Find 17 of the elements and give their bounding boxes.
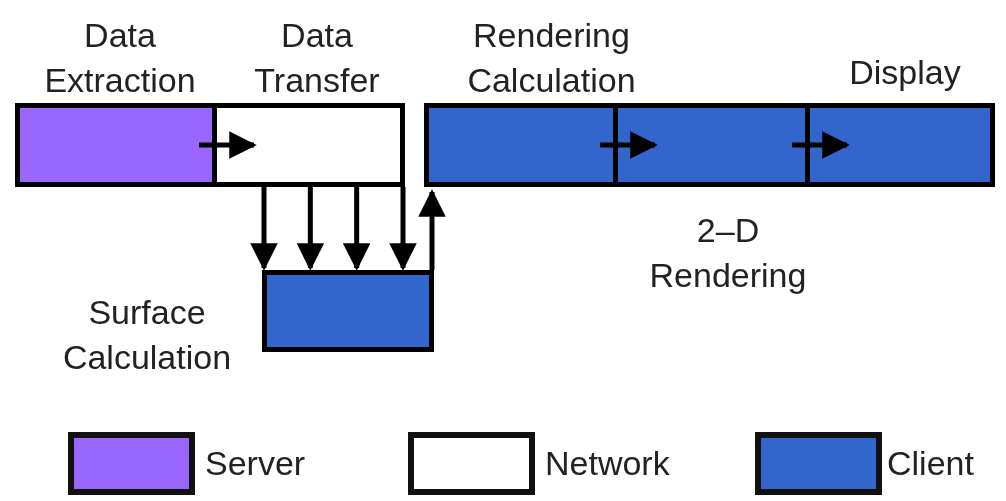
legend-label: Client xyxy=(887,443,974,483)
arrow xyxy=(296,187,325,271)
box-label: Data Extraction xyxy=(43,15,197,101)
legend-label: Server xyxy=(205,443,306,483)
arrow xyxy=(389,187,417,271)
arrow xyxy=(418,189,446,270)
arrow xyxy=(792,131,850,159)
arrow xyxy=(199,131,257,159)
box-label: Rendering Calculation xyxy=(466,15,637,101)
arrow xyxy=(250,187,278,271)
box-label: Display xyxy=(848,52,962,93)
box-label: Surface Calculation xyxy=(61,292,233,378)
legend-label: Network xyxy=(545,443,670,483)
arrow xyxy=(600,131,658,159)
box-label: Data Transfer xyxy=(253,15,381,101)
box-label: 2–D Rendering xyxy=(648,210,808,296)
arrow xyxy=(342,187,371,271)
